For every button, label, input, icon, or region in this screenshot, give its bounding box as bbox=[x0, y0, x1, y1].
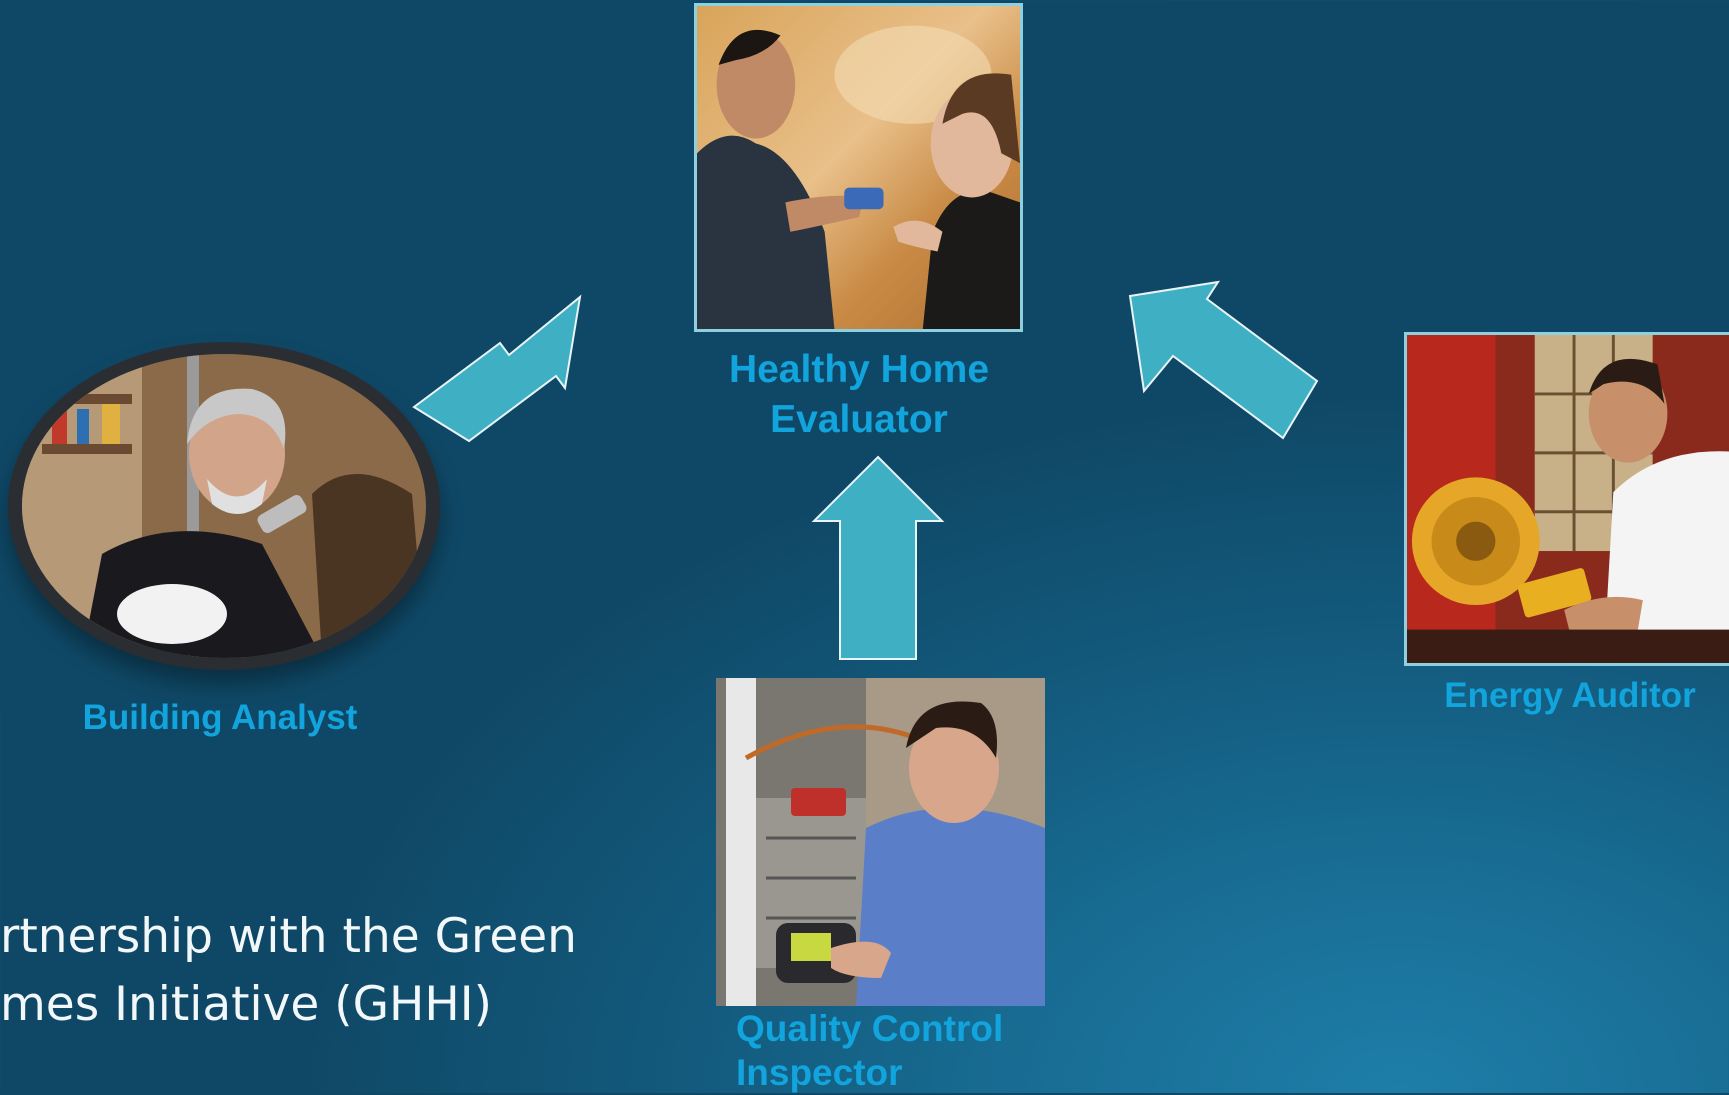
quality-control-inspector-label-line2: Inspector bbox=[736, 1052, 903, 1093]
energy-auditor-photo bbox=[1404, 332, 1729, 666]
energy-auditor-label: Energy Auditor bbox=[1444, 676, 1696, 715]
building-analyst-photo bbox=[8, 342, 440, 670]
body-text: rtnership with the Green mes Initiative … bbox=[0, 903, 577, 1039]
arrow-up-icon bbox=[811, 455, 945, 660]
quality-control-inspector-label: Quality Control Inspector bbox=[736, 1007, 1056, 1095]
body-text-line1: rtnership with the Green bbox=[0, 909, 577, 964]
body-text-line2: mes Initiative (GHHI) bbox=[0, 977, 492, 1032]
quality-control-inspector-photo bbox=[716, 678, 1045, 1006]
quality-control-inspector-label-line1: Quality Control bbox=[736, 1008, 1004, 1049]
arrow-up-right-icon bbox=[412, 294, 582, 443]
healthy-home-evaluator-label-line2: Evaluator bbox=[770, 398, 948, 441]
healthy-home-evaluator-label-line1: Healthy Home bbox=[728, 348, 990, 391]
healthy-home-evaluator-label: Healthy Home Evaluator bbox=[690, 345, 1028, 445]
arrow-up-left-icon bbox=[1128, 280, 1319, 440]
healthy-home-evaluator-photo bbox=[694, 3, 1023, 332]
building-analyst-label: Building Analyst bbox=[82, 698, 358, 737]
